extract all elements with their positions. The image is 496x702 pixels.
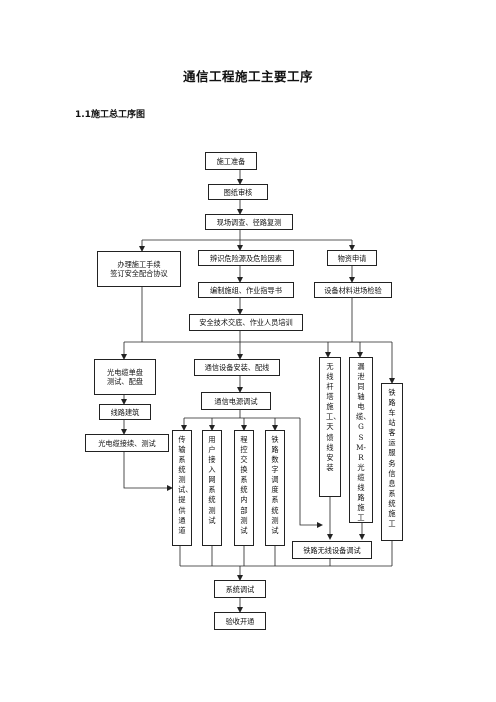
box-training: 安全技术交底、作业人员培训: [189, 314, 303, 331]
box-switching: 程控交换系统内部测试: [234, 430, 254, 546]
box-material-request: 物资申请: [327, 250, 377, 266]
box-acceptance: 验收开通: [214, 612, 266, 630]
section-heading: 1.1施工总工序图: [75, 110, 145, 120]
box-user-access: 用户接入网系统测试: [202, 430, 222, 546]
box-procedure: 办理施工手续 签订安全配合协议: [97, 251, 181, 287]
arrow-sub-right: [299, 418, 323, 528]
box-tower-label: 无线杆塔施工、天馈线安装: [326, 362, 341, 472]
box-hazard: 辨识危险源及危险因素: [198, 250, 294, 266]
box-dispatch-label: 铁路数字调度系统测试: [271, 435, 279, 535]
box-install: 通信设备安装、配线: [194, 359, 280, 376]
box-start: 施工准备: [205, 152, 257, 170]
box-power-test: 通信电源调试: [201, 392, 271, 410]
box-user-access-label: 用户接入网系统测试: [208, 435, 216, 525]
box-system-test: 系统调试: [214, 580, 266, 598]
box-plan: 编制施组、作业指导书: [198, 282, 294, 298]
box-passenger-info: 铁路车站客运服务信息系统施工: [381, 383, 403, 541]
box-review: 图纸审核: [208, 184, 268, 200]
box-switching-label: 程控交换系统内部测试: [240, 435, 248, 535]
box-wireless-test: 铁路无线设备调试: [292, 541, 372, 559]
box-material-check: 设备材料进场检验: [314, 282, 392, 298]
page-title: 通信工程施工主要工序: [182, 69, 313, 84]
box-transmission: 传输系统测试、提供通道: [172, 430, 192, 546]
box-survey: 现场调查、径路复测: [205, 214, 293, 230]
box-transmission-label: 传输系统测试、提供通道: [178, 435, 193, 535]
box-splice: 光电缆接续、测试: [85, 434, 169, 452]
box-dispatch: 铁路数字调度系统测试: [265, 430, 285, 546]
box-leaky-cable-label: 漏泄同轴电缆、GSM-R光缆线路施工: [356, 362, 371, 523]
box-line-build: 线路建筑: [99, 404, 151, 420]
box-passenger-info-label: 铁路车站客运服务信息系统施工: [388, 388, 396, 529]
box-tower: 无线杆塔施工、天馈线安装: [319, 357, 341, 497]
box-leaky-cable: 漏泄同轴电缆、GSM-R光缆线路施工: [349, 357, 373, 523]
box-cable-survey: 光电缆单盘 测试、配盘: [94, 359, 156, 395]
arrow-splice-transmission: [123, 452, 173, 491]
